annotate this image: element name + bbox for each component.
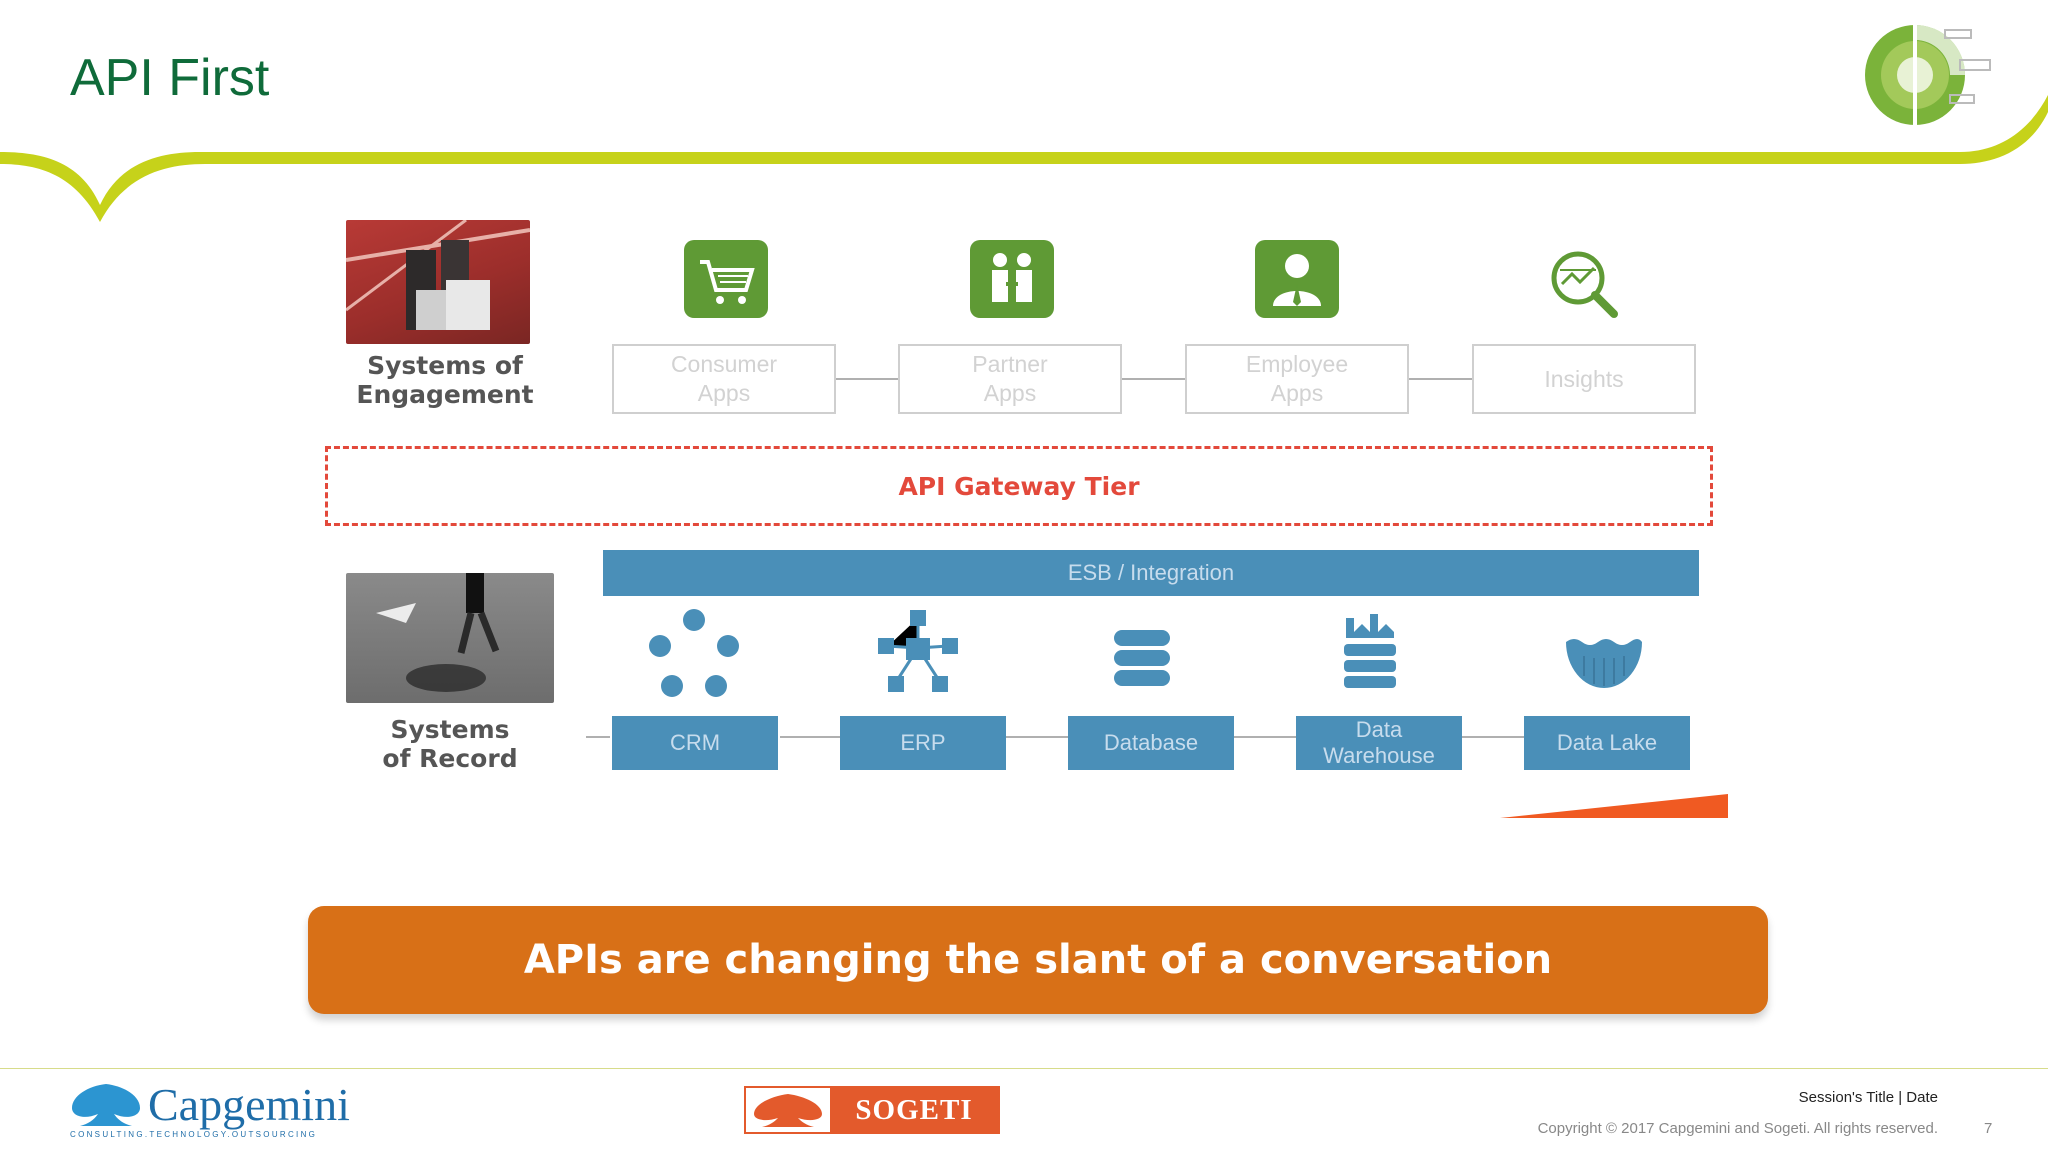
app-connector	[836, 378, 900, 380]
app-connector	[1122, 378, 1186, 380]
app-connector	[1409, 378, 1473, 380]
shopping-cart-icon	[684, 240, 768, 318]
systems-of-record-label: Systems of Record	[382, 715, 518, 773]
page-number: 7	[1984, 1120, 1993, 1137]
record-connector	[1006, 736, 1068, 738]
session-title-date: Session's Title | Date	[1798, 1089, 1938, 1106]
slant-wedge	[1500, 794, 1728, 818]
capgemini-wordmark: Capgemini	[148, 1079, 350, 1130]
slide-title: API First	[70, 49, 270, 107]
magnifier-chart-icon	[1551, 251, 1618, 318]
data-warehouse-box: Data Warehouse	[1296, 716, 1462, 770]
header-swoosh	[0, 95, 2048, 222]
crm-box: CRM	[612, 716, 778, 770]
erp-box: ERP	[840, 716, 1006, 770]
capgemini-spade-icon	[72, 1084, 140, 1126]
sogeti-logo: SOGETI	[744, 1086, 1000, 1134]
record-connector	[586, 736, 610, 738]
record-connector	[780, 736, 840, 738]
record-connector	[1234, 736, 1296, 738]
insights-box: Insights	[1472, 344, 1696, 414]
systems-of-engagement-label: Systems of Engagement	[356, 351, 534, 409]
database-box: Database	[1068, 716, 1234, 770]
database-icon	[1114, 630, 1170, 686]
api-gateway-tier: API Gateway Tier	[325, 446, 1713, 526]
sogeti-wordmark: SOGETI	[855, 1093, 973, 1126]
data-lake-box: Data Lake	[1524, 716, 1690, 770]
employee-apps-box: Employee Apps	[1185, 344, 1409, 414]
lake-icon	[1566, 639, 1642, 688]
network-icon	[878, 610, 958, 692]
runner-photo	[346, 573, 554, 703]
handshake-icon	[970, 240, 1054, 318]
esb-integration-bar: ESB / Integration	[603, 550, 1699, 596]
warehouse-icon	[1344, 614, 1396, 688]
capgemini-tagline: CONSULTING.TECHNOLOGY.OUTSOURCING	[70, 1130, 318, 1139]
footer-divider	[0, 1068, 2048, 1069]
api-gateway-label: API Gateway Tier	[898, 471, 1140, 501]
conversation-banner: APIs are changing the slant of a convers…	[308, 906, 1768, 1014]
partner-apps-box: Partner Apps	[898, 344, 1122, 414]
capgemini-globe-icon	[1865, 15, 1991, 135]
consumer-apps-box: Consumer Apps	[612, 344, 836, 414]
sprinter-start-photo	[346, 220, 530, 344]
record-connector	[1462, 736, 1524, 738]
copyright-notice: Copyright © 2017 Capgemini and Sogeti. A…	[1537, 1120, 1938, 1137]
sogeti-spade-icon	[754, 1094, 822, 1127]
circle-cycle-icon	[649, 609, 739, 697]
person-icon	[1255, 240, 1339, 318]
